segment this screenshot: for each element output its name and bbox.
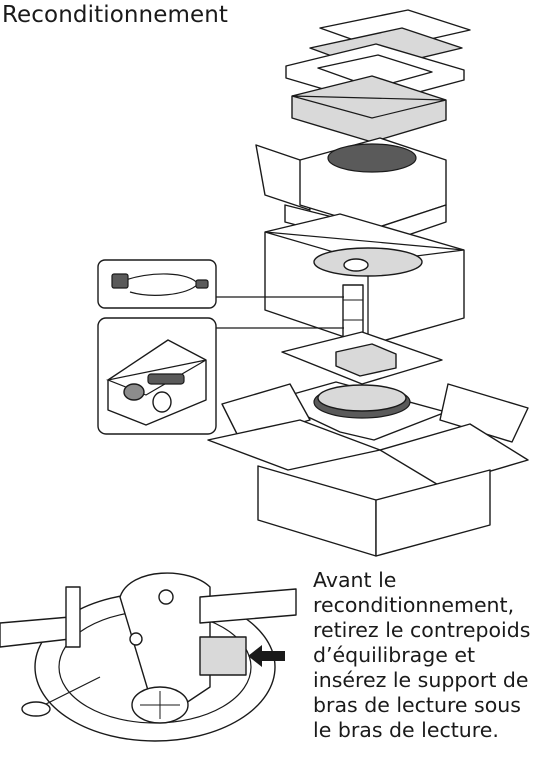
platter-mat [328, 144, 416, 172]
caption-line: reconditionnement, [313, 593, 543, 618]
tonearm-diagram [0, 557, 300, 757]
main-box [265, 214, 464, 345]
instruction-caption: Avant le reconditionnement, retirez le c… [313, 568, 543, 743]
caption-line: Avant le [313, 568, 543, 593]
counterweight [200, 637, 246, 675]
cushion-sheet [282, 332, 442, 384]
packaging-diagram [0, 0, 544, 560]
caption-line: retirez le contrepoids [313, 618, 543, 643]
caption-line: bras de lecture sous [313, 693, 543, 718]
caption-line: d’équilibrage et [313, 643, 543, 668]
caption-line: insérez le support de [313, 668, 543, 693]
lift-lever [66, 587, 80, 647]
caption-line: le bras de lecture. [313, 718, 543, 743]
